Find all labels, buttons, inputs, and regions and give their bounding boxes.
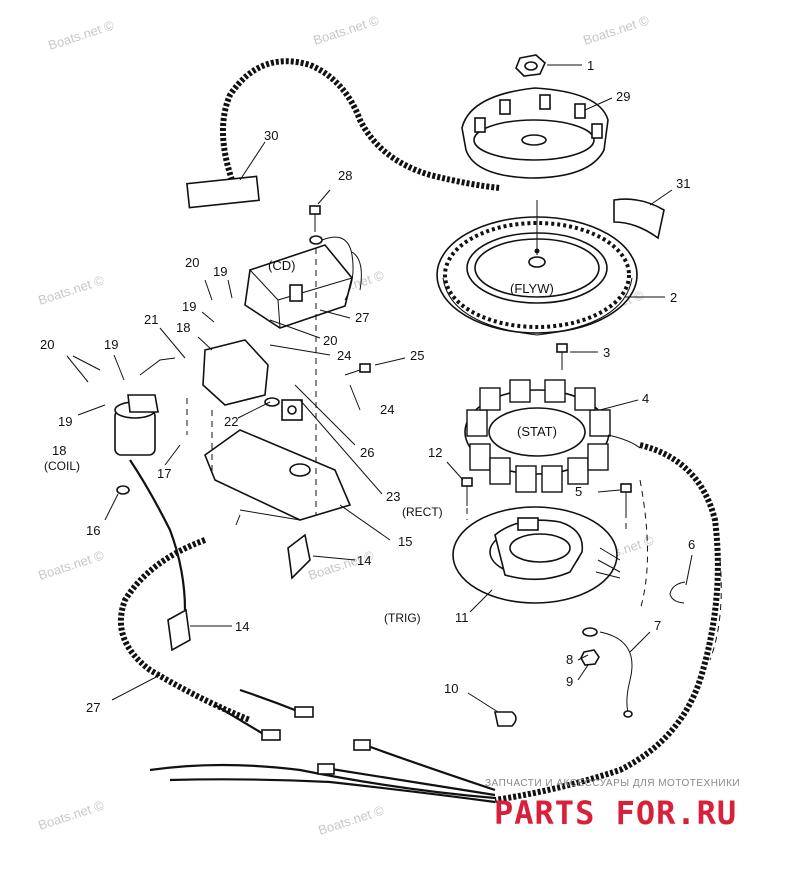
callout-4: 4: [642, 391, 649, 406]
watermark-text: Boats.net ©: [311, 12, 381, 47]
callout-19: 19: [104, 337, 118, 352]
assembly-lines: [186, 248, 722, 661]
leader-lines: [66, 64, 693, 713]
callout-8: 8: [566, 652, 573, 667]
callout-29: 29: [616, 89, 630, 104]
callout-21: 21: [144, 312, 158, 327]
callout-15: 15: [398, 534, 412, 549]
callout-27: 27: [355, 310, 369, 325]
decal-strap-part: [186, 58, 501, 209]
callout-18: 18: [52, 443, 66, 458]
callout-26: 26: [360, 445, 374, 460]
partsfor-logo: PARTS FOR.RU: [494, 794, 738, 832]
nut-part: [515, 54, 546, 77]
callout-27: 27: [86, 700, 100, 715]
callout-18: 18: [176, 320, 190, 335]
callout-16: 16: [86, 523, 100, 538]
watermark-text: Boats.net ©: [36, 272, 106, 307]
callout-31: 31: [676, 176, 690, 191]
watermark-text: Boats.net ©: [316, 802, 386, 837]
callout-14: 14: [235, 619, 249, 634]
callout-2: 2: [670, 290, 677, 305]
callout-19: 19: [213, 264, 227, 279]
callout-9: 9: [566, 674, 573, 689]
rect-label: (RECT): [402, 505, 443, 519]
trig-label: (TRIG): [384, 611, 421, 625]
callout-19: 19: [182, 299, 196, 314]
watermark-text: Boats.net ©: [581, 12, 651, 47]
callout-1: 1: [587, 58, 594, 73]
trigger-part: [452, 506, 621, 604]
bracket-part: [202, 339, 352, 526]
watermark-text: Boats.net ©: [46, 17, 116, 52]
watermark-text: Boats.net ©: [36, 797, 106, 832]
callout-7: 7: [654, 618, 661, 633]
callout-19: 19: [58, 414, 72, 429]
callout-20: 20: [40, 337, 54, 352]
callout-23: 23: [386, 489, 400, 504]
callout-14: 14: [357, 553, 371, 568]
callout-5: 5: [575, 484, 582, 499]
callout-24: 24: [337, 348, 351, 363]
cd-label: (CD): [268, 258, 295, 273]
flyw-label: (FLYW): [510, 281, 554, 296]
callout-17: 17: [157, 466, 171, 481]
callout-24: 24: [380, 402, 394, 417]
callout-6: 6: [688, 537, 695, 552]
component-labels: (CD) (FLYW) (STAT) (TRIG) (COIL) (RECT): [44, 258, 557, 625]
decal-part: [613, 198, 665, 240]
flywheel-part: [436, 200, 638, 336]
flywheel-cover-part: [461, 87, 609, 179]
callouts: 1 29 30 28 31 2 3 4 5 6 7 8 9 10 11 12 1…: [40, 58, 695, 715]
boot-parts: [167, 533, 311, 652]
coil-label: (COIL): [44, 459, 80, 473]
stator-part: [464, 379, 641, 493]
callout-25: 25: [410, 348, 424, 363]
small-parts: [494, 581, 686, 727]
callout-10: 10: [444, 681, 458, 696]
screws: [309, 205, 632, 512]
coil-part: [114, 357, 187, 611]
callout-12: 12: [428, 445, 442, 460]
harness-part: [117, 442, 721, 804]
callout-11: 11: [455, 610, 469, 625]
callout-22: 22: [224, 414, 238, 429]
watermark-text: Boats.net ©: [36, 547, 106, 582]
callout-20: 20: [185, 255, 199, 270]
cd-module-part: [244, 236, 362, 329]
callout-3: 3: [603, 345, 610, 360]
stat-label: (STAT): [517, 424, 557, 439]
callout-30: 30: [264, 128, 278, 143]
callout-28: 28: [338, 168, 352, 183]
callout-20: 20: [323, 333, 337, 348]
footer-ru-text: ЗАПЧАСТИ И АКСЕССУАРЫ ДЛЯ МОТОТЕХНИКИ: [485, 778, 741, 789]
